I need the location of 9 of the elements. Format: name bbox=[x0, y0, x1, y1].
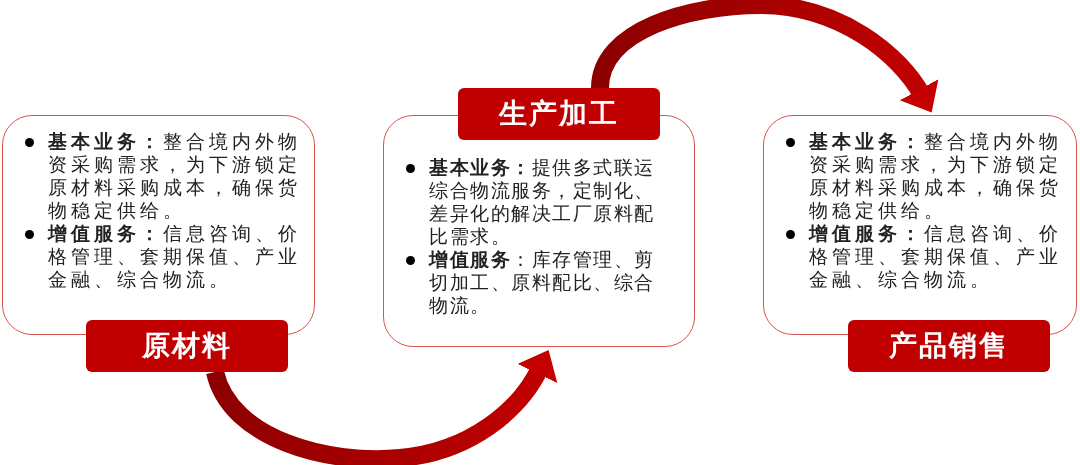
bullet-text: 基本业务：整合境内外物资采购需求，为下游锁定原材料采购成本，确保货物稳定供给。 bbox=[809, 130, 1063, 222]
bullet-text: 增值服务：信息咨询、价格管理、套期保值、产业金融、综合物流。 bbox=[48, 222, 302, 291]
title-tab: 生产加工 bbox=[458, 88, 660, 140]
title-tab: 产品销售 bbox=[848, 320, 1050, 372]
bullet-text: 增值服务：信息咨询、价格管理、套期保值、产业金融、综合物流。 bbox=[809, 222, 1063, 291]
bullet-text: 基本业务：整合境内外物资采购需求，为下游锁定原材料采购成本，确保货物稳定供给。 bbox=[48, 130, 302, 222]
bullet-text: 基本业务：提供多式联运综合物流服务，定制化、差异化的解决工厂原料配比需求。 bbox=[429, 156, 656, 248]
bullet-text: 增值服务：库存管理、剪切加工、原料配比、综合物流。 bbox=[429, 248, 656, 317]
title-tab: 原材料 bbox=[86, 320, 288, 372]
